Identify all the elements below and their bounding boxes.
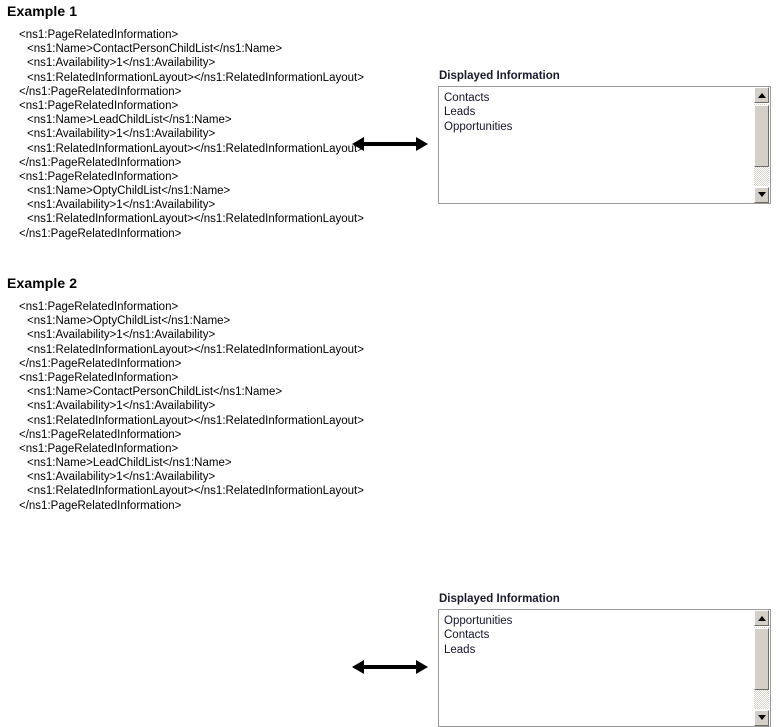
xml-line: </ns1:PageRelatedInformation> (19, 428, 182, 441)
xml-line: <ns1:RelatedInformationLayout></ns1:Rela… (27, 343, 364, 356)
panel-2-scroll-thumb[interactable] (754, 628, 769, 690)
xml-line: </ns1:PageRelatedInformation> (19, 499, 182, 512)
xml-line: <ns1:Availability>1</ns1:Availability> (27, 57, 216, 70)
xml-line: <ns1:Availability>1</ns1:Availability> (27, 128, 216, 141)
panel-1-scroll-thumb[interactable] (754, 105, 769, 167)
example-2-title: Example 2 (7, 275, 78, 291)
panel-1-scrollbar[interactable] (753, 87, 770, 203)
scroll-up-arrow-icon[interactable] (754, 87, 769, 103)
arrow-shaft (362, 665, 418, 669)
xml-line: <ns1:RelatedInformationLayout></ns1:Rela… (27, 213, 364, 226)
xml-line: <ns1:Name>OptyChildList</ns1:Name> (27, 185, 231, 198)
xml-line: <ns1:PageRelatedInformation> (19, 301, 179, 313)
xml-line: </ns1:PageRelatedInformation> (19, 156, 182, 169)
scroll-up-arrow-icon[interactable] (754, 610, 769, 626)
xml-line: <ns1:PageRelatedInformation> (19, 170, 179, 183)
xml-line: </ns1:PageRelatedInformation> (19, 357, 182, 370)
scroll-down-glyph (757, 192, 766, 197)
xml-line: <ns1:RelatedInformationLayout></ns1:Rela… (27, 71, 364, 84)
scroll-down-arrow-icon[interactable] (754, 710, 769, 726)
arrow-head-right-icon (416, 660, 428, 674)
double-headed-arrow-icon (352, 136, 428, 152)
arrow-head-right-icon (416, 137, 428, 151)
panel-1-title: Displayed Information (439, 70, 560, 82)
arrow-shaft (362, 142, 418, 146)
xml-line: <ns1:Name>ContactPersonChildList</ns1:Na… (27, 43, 283, 56)
scroll-up-glyph (757, 616, 766, 621)
list-item[interactable]: Leads (444, 643, 476, 656)
panel-2-title: Displayed Information (439, 593, 560, 605)
xml-line: <ns1:Name>ContactPersonChildList</ns1:Na… (27, 386, 283, 399)
list-item[interactable]: Contacts (444, 92, 490, 104)
panel-2-scrollbar[interactable] (753, 610, 770, 726)
list-item[interactable]: Opportunities (444, 615, 513, 627)
xml-line: <ns1:PageRelatedInformation> (19, 99, 179, 112)
xml-line: </ns1:PageRelatedInformation> (19, 85, 182, 98)
xml-line: <ns1:RelatedInformationLayout></ns1:Rela… (27, 414, 364, 427)
list-item[interactable]: Leads (444, 106, 476, 119)
arrow-head-left-icon (352, 137, 364, 151)
scroll-down-glyph (757, 715, 766, 720)
xml-line: <ns1:Name>OptyChildList</ns1:Name> (27, 315, 231, 328)
xml-line: <ns1:Name>LeadChildList</ns1:Name> (27, 114, 232, 127)
xml-line: <ns1:PageRelatedInformation> (19, 371, 179, 384)
xml-line: <ns1:RelatedInformationLayout></ns1:Rela… (27, 485, 364, 498)
xml-line: <ns1:Availability>1</ns1:Availability> (27, 400, 216, 413)
xml-line: <ns1:Name>LeadChildList</ns1:Name> (27, 457, 232, 470)
list-item[interactable]: Opportunities (444, 120, 513, 133)
xml-line: <ns1:RelatedInformationLayout></ns1:Rela… (27, 142, 364, 155)
xml-line: <ns1:PageRelatedInformation> (19, 29, 179, 41)
list-item[interactable]: Contacts (444, 629, 490, 642)
xml-snippet-1: <ns1:PageRelatedInformation> <ns1:Name>Co… (0, 28, 400, 241)
scroll-down-arrow-icon[interactable] (754, 187, 769, 203)
example-1-title: Example 1 (7, 3, 78, 19)
xml-line: <ns1:Availability>1</ns1:Availability> (27, 199, 216, 212)
xml-line: <ns1:Availability>1</ns1:Availability> (27, 471, 216, 484)
double-headed-arrow-icon (352, 659, 428, 675)
xml-line: </ns1:PageRelatedInformation> (19, 227, 182, 240)
scroll-up-glyph (757, 93, 766, 98)
xml-snippet-2: <ns1:PageRelatedInformation> <ns1:Name>Op… (0, 300, 400, 513)
xml-line: <ns1:PageRelatedInformation> (19, 442, 179, 455)
xml-line: <ns1:Availability>1</ns1:Availability> (27, 329, 216, 342)
